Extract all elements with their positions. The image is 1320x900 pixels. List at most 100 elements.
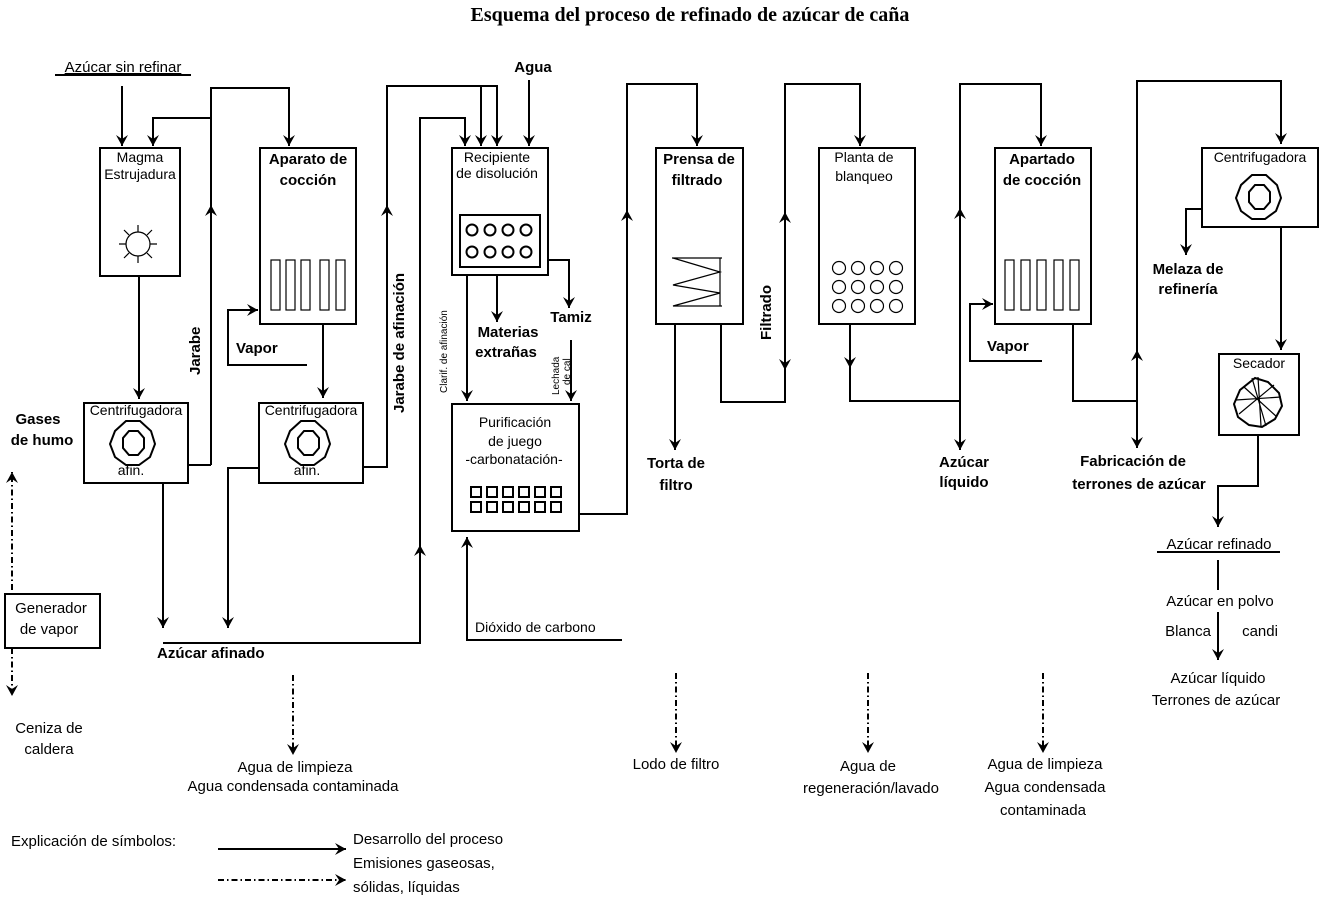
co2-label: Dióxido de carbono [475, 619, 596, 635]
steam2-label: Vapor [987, 338, 1029, 355]
bleaching-label-1: Planta de [834, 149, 893, 165]
milk-of-lime-label-2: de cal [562, 358, 573, 385]
centrifuge2-label: Centrifugadora [265, 402, 358, 418]
flow-to-molasses [1180, 208, 1202, 255]
molasses-label-2: refinería [1158, 281, 1218, 298]
raw-sugar-label: Azúcar sin refinar [65, 59, 182, 76]
cooker2-unit [994, 147, 1092, 325]
flow-syrup-to-magma [147, 117, 211, 146]
syrup-label: Jarabe [187, 327, 204, 375]
cooker1-unit [259, 147, 357, 325]
steam-generator-label-1: Generador [15, 600, 87, 617]
water-label: Agua [514, 59, 552, 76]
purification-label-2: de juego [488, 433, 542, 449]
centrifuge3-icon [1234, 174, 1283, 220]
sieve-label: Tamiz [550, 309, 591, 326]
wash-water1-label-1: Agua de limpieza [237, 759, 353, 776]
candy-sugar-label: candi [1242, 623, 1278, 640]
flow-purification-to-filter-press [579, 83, 703, 515]
flow-affination-syrup [363, 85, 487, 468]
filtrate-label: Filtrado [758, 285, 775, 340]
magma-unit [99, 147, 181, 277]
flow-steam2 [969, 298, 1042, 362]
regen-water-label-2: regeneración/lavado [803, 780, 939, 797]
wash-water1-label-2: Agua condensada contaminada [188, 778, 400, 795]
purification-unit [451, 403, 580, 532]
cooker1-label-1: Aparato de [269, 151, 347, 168]
dryer-icon [1232, 376, 1284, 429]
bleaching-unit [818, 147, 916, 325]
filter-icon [672, 257, 723, 307]
mixer-icon [119, 225, 157, 263]
flow-cooker2-out [1072, 324, 1137, 402]
legend-heading: Explicación de símbolos: [11, 833, 176, 850]
carbonation-grid-icon [470, 486, 562, 513]
flow-syrup-to-cooker1 [210, 87, 295, 465]
dissolver-grid-icon [459, 214, 541, 268]
steam1-label: Vapor [236, 340, 278, 357]
wash-water2-label-1: Agua de limpieza [987, 756, 1103, 773]
flow-filtrate-to-bleaching [720, 83, 866, 403]
flow-centrifuge2-to-affined [222, 467, 259, 628]
wash-water2-label-3: contaminada [1000, 802, 1087, 819]
cooker1-label-2: cocción [280, 172, 337, 189]
filter-press-unit [655, 147, 744, 325]
flue-gases-label-2: de humo [11, 432, 74, 449]
cooker2-label-1: Apartado [1009, 151, 1075, 168]
foreign-matter-label-1: Materias [478, 324, 539, 341]
regen-water-label-1: Agua de [840, 758, 896, 775]
flow-affined-to-dissolver [163, 117, 471, 644]
affined-sugar-label: Azúcar afinado [157, 645, 265, 662]
foreign-matter-label-2: extrañas [475, 344, 537, 361]
legend-process-label: Desarrollo del proceso [353, 831, 503, 848]
centrifuge2-unit [258, 402, 364, 484]
liquid-product-label: Azúcar líquido [1170, 670, 1265, 687]
centrifuge1-label: Centrifugadora [90, 402, 183, 418]
affination-clarif-label: Clarif. de afinación [439, 310, 450, 393]
milk-of-lime-label-1: Lechada [551, 356, 562, 395]
flow-syrup-to-dissolver [447, 85, 503, 146]
centrifuge1-icon [108, 420, 157, 466]
magma-label-2: Estrujadura [104, 166, 176, 182]
filter-cake-label-2: filtro [659, 477, 692, 494]
filter-press-label-2: filtrado [672, 172, 723, 189]
dissolver-label-1: Recipiente [464, 149, 530, 165]
bleaching-label-2: blanqueo [835, 168, 893, 184]
centrifuge3-unit [1201, 147, 1319, 228]
flow-to-cooker2 [959, 83, 1047, 401]
heating-tubes-icon-2 [1004, 259, 1080, 311]
flow-bleaching-to-liquid [849, 368, 960, 402]
cooker2-label-2: de cocción [1003, 172, 1081, 189]
steam-generator-unit [4, 593, 101, 649]
sugar-cubes-label-2: terrones de azúcar [1072, 476, 1206, 493]
liquid-sugar-label-1: Azúcar [939, 454, 989, 471]
bleaching-grid-icon [831, 260, 904, 314]
sugar-cubes-label-1: Fabricación de [1080, 453, 1186, 470]
centrifuge3-label: Centrifugadora [1214, 149, 1307, 165]
flow-to-sieve [548, 259, 575, 308]
flow-co2 [461, 537, 622, 641]
white-sugar-label: Blanca [1165, 623, 1212, 640]
flow-to-centrifuge3 [1136, 80, 1287, 401]
legend-emission-label-1: Emisiones gaseosas, [353, 855, 495, 872]
powdered-sugar-label: Azúcar en polvo [1166, 593, 1274, 610]
boiler-ash-label-2: caldera [24, 741, 74, 758]
centrifuge2-icon [283, 420, 332, 466]
affination-syrup-label: Jarabe de afinación [391, 273, 408, 413]
heating-tubes-icon [270, 259, 346, 311]
centrifuge1-unit [83, 402, 189, 484]
boiler-ash-label-1: Ceniza de [15, 720, 83, 737]
liquid-sugar-label-2: líquido [939, 474, 988, 491]
dissolver-label-2: de disolución [456, 165, 538, 181]
diagram-title: Esquema del proceso de refinado de azúca… [471, 4, 910, 26]
purification-label-1: Purificación [479, 414, 551, 430]
wash-water2-label-2: Agua condensada [985, 779, 1107, 796]
dryer-label: Secador [1233, 355, 1285, 371]
legend-emission-label-2: sólidas, líquidas [353, 879, 460, 896]
flow-steam1 [227, 304, 307, 366]
flow-dryer-to-refined [1212, 435, 1259, 527]
filter-mud-label: Lodo de filtro [633, 756, 720, 773]
cubes-product-label: Terrones de azúcar [1152, 692, 1280, 709]
magma-label-1: Magma [117, 149, 164, 165]
